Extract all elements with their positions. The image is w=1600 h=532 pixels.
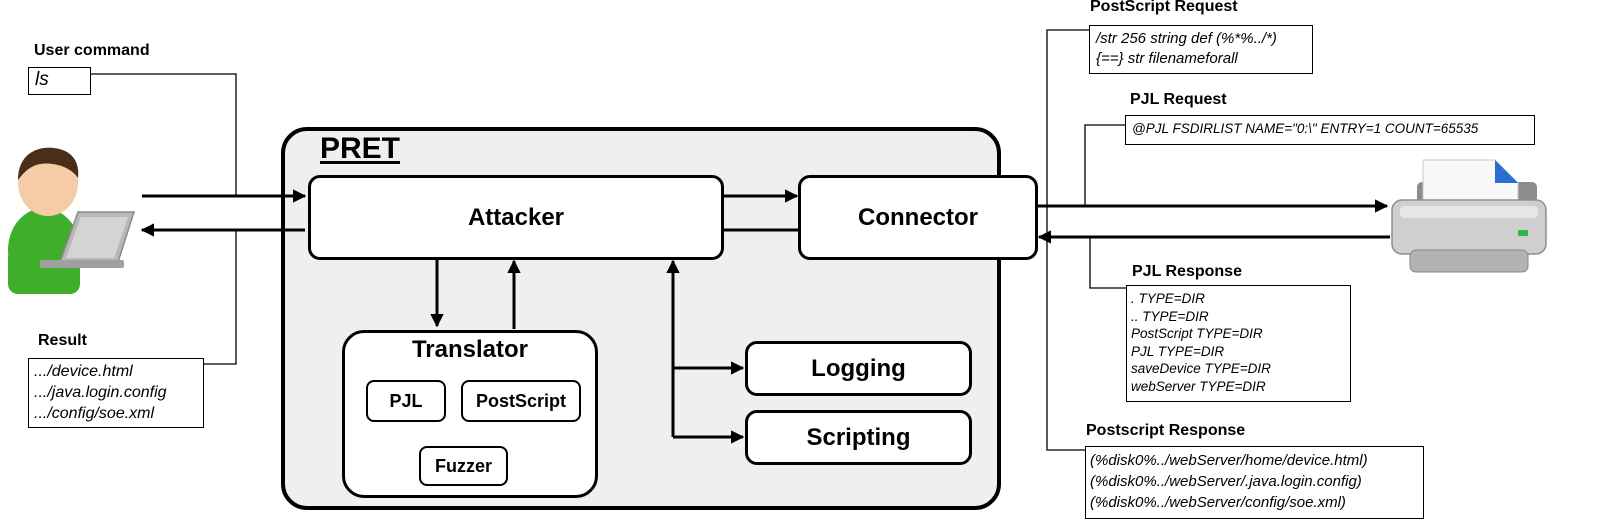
pjl-response-label: PJL Response bbox=[1132, 263, 1242, 280]
user-command-value: ls bbox=[35, 69, 49, 90]
postscript-response-label: Postscript Response bbox=[1086, 422, 1246, 439]
result-line: .../java.login.config bbox=[34, 384, 167, 401]
pjl-request-line: @PJL FSDIRLIST NAME="0:\" ENTRY=1 COUNT=… bbox=[1132, 121, 1479, 136]
user-command-box: ls bbox=[28, 67, 91, 95]
postscript-response-box: (%disk0%../webServer/home/device.html) (… bbox=[1085, 446, 1424, 519]
postscript-submodule: PostScript bbox=[461, 380, 581, 422]
pjl-submodule: PJL bbox=[366, 380, 446, 422]
logging-module: Logging bbox=[745, 341, 972, 396]
result-box: .../device.html .../java.login.config ..… bbox=[28, 358, 204, 428]
pjl-response-line: saveDevice TYPE=DIR bbox=[1131, 361, 1271, 376]
postscript-response-line: (%disk0%../webServer/home/device.html) bbox=[1090, 452, 1368, 469]
attacker-module: Attacker bbox=[308, 175, 724, 260]
postscript-request-line: {==} str filenameforall bbox=[1096, 50, 1238, 67]
postscript-response-line: (%disk0%../webServer/config/soe.xml) bbox=[1090, 494, 1346, 511]
postscript-request-label: PostScript Request bbox=[1090, 0, 1238, 15]
fuzzer-submodule: Fuzzer bbox=[419, 446, 508, 486]
postscript-request-line: /str 256 string def (%*%../*) bbox=[1096, 30, 1277, 47]
pjl-response-line: PJL TYPE=DIR bbox=[1131, 343, 1225, 359]
pret-title: PRET bbox=[320, 132, 401, 165]
pjl-response-line: . TYPE=DIR bbox=[1131, 291, 1205, 306]
pjl-response-line: webServer TYPE=DIR bbox=[1131, 378, 1266, 394]
postscript-response-line: (%disk0%../webServer/.java.login.config) bbox=[1090, 473, 1362, 490]
pjl-request-box: @PJL FSDIRLIST NAME="0:\" ENTRY=1 COUNT=… bbox=[1125, 115, 1535, 145]
pjl-response-line: PostScript TYPE=DIR bbox=[1131, 326, 1263, 341]
scripting-module: Scripting bbox=[745, 410, 972, 465]
result-label: Result bbox=[38, 332, 87, 349]
translator-title: Translator bbox=[411, 336, 529, 363]
pjl-response-box: . TYPE=DIR .. TYPE=DIR PostScript TYPE=D… bbox=[1126, 285, 1351, 402]
result-line: .../config/soe.xml bbox=[34, 405, 155, 422]
pjl-response-line: .. TYPE=DIR bbox=[1131, 308, 1209, 324]
user-command-label: User command bbox=[34, 42, 150, 59]
result-line: .../device.html bbox=[34, 363, 133, 380]
postscript-request-box: /str 256 string def (%*%../*) {==} str f… bbox=[1089, 25, 1313, 74]
connector-module: Connector bbox=[798, 175, 1038, 260]
pjl-request-label: PJL Request bbox=[1130, 91, 1227, 108]
